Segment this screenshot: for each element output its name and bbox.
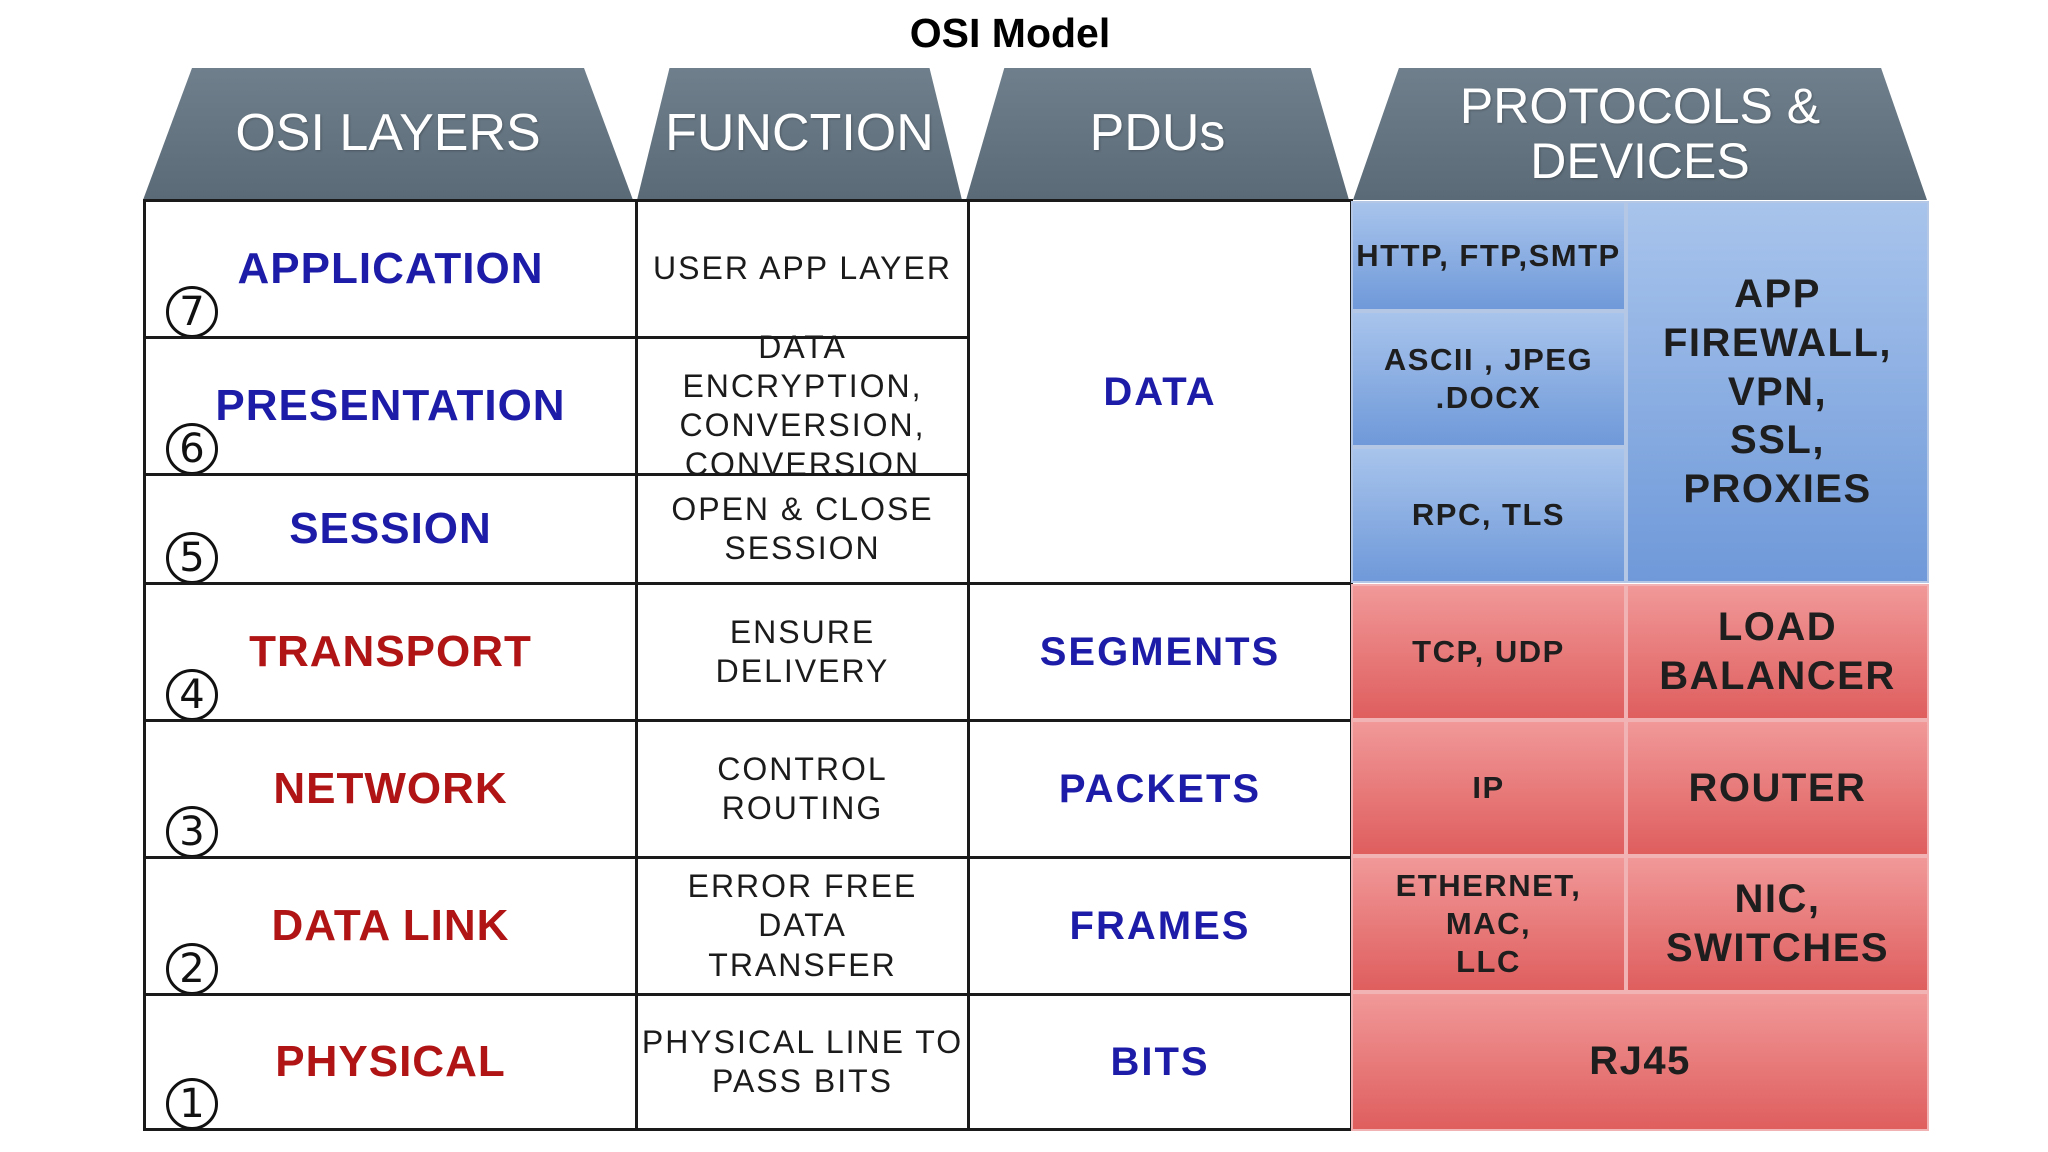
device-text-physical: RJ45 bbox=[1589, 1039, 1691, 1084]
function-text-4: ENSURE DELIVERY bbox=[715, 613, 890, 689]
pdu-cell-frames: FRAMES bbox=[967, 856, 1353, 996]
protocol-text-datalink: ETHERNET, MAC, LLC bbox=[1395, 868, 1582, 979]
pdu-cell-packets: PACKETS bbox=[967, 719, 1353, 859]
device-cell-datalink: NIC, SWITCHES bbox=[1626, 856, 1929, 992]
layer-name-data-link: DATA LINK bbox=[271, 901, 510, 950]
protocol-cell-application: HTTP, FTP,SMTP bbox=[1351, 201, 1626, 311]
protocol-cell-network: IP bbox=[1351, 720, 1626, 856]
function-cell-5: OPEN & CLOSE SESSION bbox=[635, 473, 970, 585]
function-text-2: ERROR FREE DATA TRANSFER bbox=[687, 868, 918, 983]
device-text-transport: LOAD BALANCER bbox=[1659, 605, 1896, 698]
header-protocols-devices: PROTOCOLS & DEVICES bbox=[1353, 68, 1927, 200]
layer-number-4: 4 bbox=[166, 669, 218, 721]
function-text-5: OPEN & CLOSE SESSION bbox=[671, 490, 934, 566]
device-cell-transport: LOAD BALANCER bbox=[1626, 584, 1929, 720]
layer-number-1: 1 bbox=[166, 1078, 218, 1130]
protocol-text-presentation: ASCII , JPEG .DOCX bbox=[1383, 342, 1594, 415]
layer-row-6: PRESENTATION 6 bbox=[143, 336, 638, 476]
pdu-cell-data: DATA bbox=[967, 199, 1353, 585]
header-osi-layers: OSI LAYERS bbox=[143, 68, 633, 200]
device-cell-upper: APP FIREWALL, VPN, SSL, PROXIES bbox=[1626, 201, 1929, 583]
layer-name-network: NETWORK bbox=[273, 764, 508, 813]
layer-name-transport: TRANSPORT bbox=[249, 627, 532, 676]
function-cell-3: CONTROL ROUTING bbox=[635, 719, 970, 859]
layer-row-4: TRANSPORT 4 bbox=[143, 582, 638, 722]
protocol-text-application: HTTP, FTP,SMTP bbox=[1356, 238, 1621, 274]
protocol-text-transport: TCP, UDP bbox=[1412, 634, 1565, 670]
function-cell-1: PHYSICAL LINE TO PASS BITS bbox=[635, 993, 970, 1131]
header-function: FUNCTION bbox=[637, 68, 962, 200]
pdu-cell-segments: SEGMENTS bbox=[967, 582, 1353, 722]
header-osi-layers-label: OSI LAYERS bbox=[235, 104, 541, 163]
protocol-cell-presentation: ASCII , JPEG .DOCX bbox=[1351, 311, 1626, 447]
protocol-cell-session: RPC, TLS bbox=[1351, 447, 1626, 583]
layer-name-physical: PHYSICAL bbox=[275, 1037, 506, 1086]
device-cell-network: ROUTER bbox=[1626, 720, 1929, 856]
function-cell-2: ERROR FREE DATA TRANSFER bbox=[635, 856, 970, 996]
pdu-text-segments: SEGMENTS bbox=[1039, 629, 1281, 674]
protocol-text-session: RPC, TLS bbox=[1411, 497, 1566, 533]
function-text-3: CONTROL ROUTING bbox=[717, 750, 888, 826]
device-text-upper: APP FIREWALL, VPN, SSL, PROXIES bbox=[1662, 272, 1893, 512]
layer-name-application: APPLICATION bbox=[237, 244, 544, 293]
layer-row-3: NETWORK 3 bbox=[143, 719, 638, 859]
pdu-text-packets: PACKETS bbox=[1058, 766, 1262, 811]
layer-row-2: DATA LINK 2 bbox=[143, 856, 638, 996]
layer-number-7: 7 bbox=[166, 286, 218, 338]
layer-name-presentation: PRESENTATION bbox=[215, 381, 566, 430]
protocol-cell-datalink: ETHERNET, MAC, LLC bbox=[1351, 856, 1626, 992]
device-text-datalink: NIC, SWITCHES bbox=[1665, 877, 1890, 970]
layer-number-3: 3 bbox=[166, 806, 218, 858]
function-cell-4: ENSURE DELIVERY bbox=[635, 582, 970, 722]
header-protocols-label: PROTOCOLS & DEVICES bbox=[1459, 78, 1821, 189]
function-text-7: USER APP LAYER bbox=[653, 250, 952, 287]
header-pdus: PDUs bbox=[966, 68, 1349, 200]
function-cell-7: USER APP LAYER bbox=[635, 199, 970, 339]
pdu-text-frames: FRAMES bbox=[1069, 903, 1251, 948]
pdu-cell-bits: BITS bbox=[967, 993, 1353, 1131]
page-title: OSI Model bbox=[909, 10, 1111, 56]
layer-number-5: 5 bbox=[166, 532, 218, 584]
protocol-cell-transport: TCP, UDP bbox=[1351, 584, 1626, 720]
layer-row-7: APPLICATION 7 bbox=[143, 199, 638, 339]
function-text-6: DATA ENCRYPTION, CONVERSION, CONVERSION bbox=[679, 328, 926, 483]
layer-number-6: 6 bbox=[166, 423, 218, 475]
function-text-1: PHYSICAL LINE TO PASS BITS bbox=[641, 1023, 964, 1099]
function-cell-6: DATA ENCRYPTION, CONVERSION, CONVERSION bbox=[635, 329, 970, 482]
device-cell-physical: RJ45 bbox=[1351, 992, 1929, 1131]
device-text-network: ROUTER bbox=[1688, 765, 1867, 810]
layer-row-5: SESSION 5 bbox=[143, 473, 638, 585]
header-function-label: FUNCTION bbox=[665, 104, 934, 163]
pdu-text-bits: BITS bbox=[1110, 1039, 1210, 1084]
layer-row-1: PHYSICAL 1 bbox=[143, 993, 638, 1131]
header-pdus-label: PDUs bbox=[1089, 104, 1226, 163]
layer-number-2: 2 bbox=[166, 943, 218, 995]
protocol-text-network: IP bbox=[1472, 770, 1505, 806]
layer-name-session: SESSION bbox=[289, 504, 492, 553]
pdu-text-data: DATA bbox=[1103, 369, 1217, 414]
